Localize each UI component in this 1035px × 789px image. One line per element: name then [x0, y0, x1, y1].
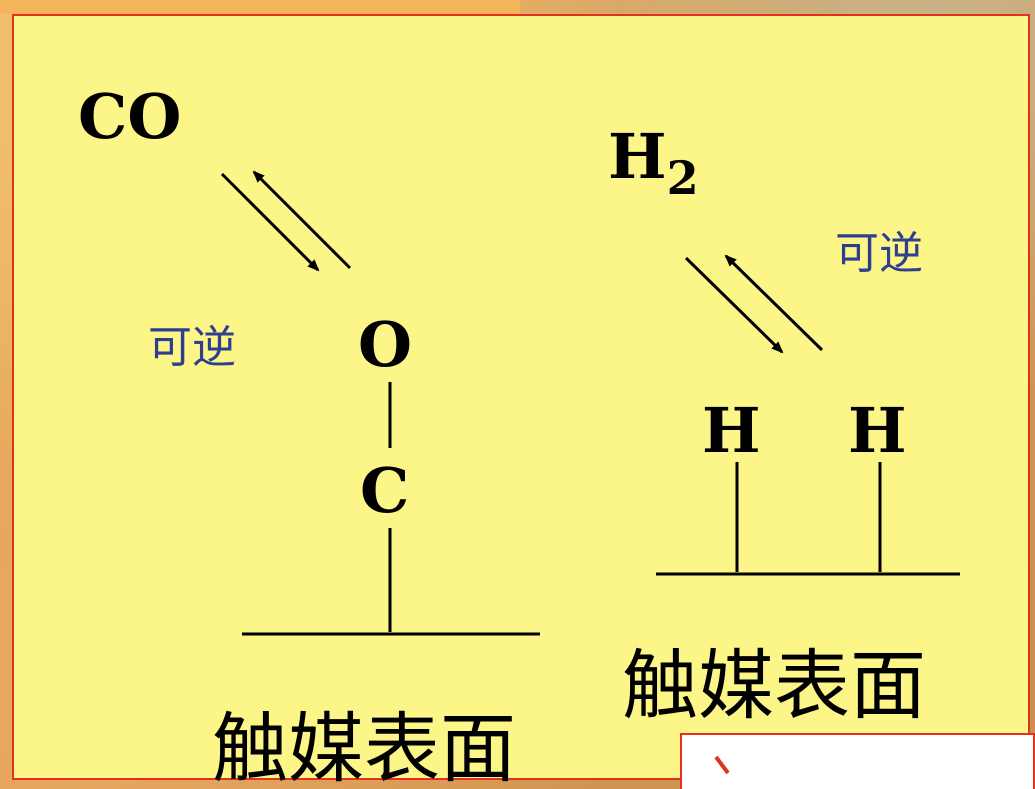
- adsorbed-o-label: O: [358, 308, 412, 381]
- callout-pointer-icon: [714, 755, 730, 775]
- adsorbed-h1-label: H: [702, 394, 761, 467]
- left-surface-label: 触媒表面: [212, 704, 516, 789]
- top-band: [0, 0, 520, 14]
- co-molecule-label: CO: [78, 80, 181, 153]
- slide-content-box: [12, 14, 1030, 780]
- left-reverse-arrow: [252, 170, 352, 270]
- h2-molecule-label: H2: [608, 120, 699, 205]
- adsorbed-h2-label: H: [848, 394, 907, 467]
- left-reversible-label: 可逆: [148, 322, 236, 373]
- h2-subscript: 2: [667, 151, 699, 205]
- adsorbed-c-label: C: [360, 454, 409, 527]
- right-reverse-arrow: [724, 254, 824, 352]
- right-forward-arrow: [684, 256, 784, 354]
- right-surface-label: 触媒表面: [622, 641, 926, 730]
- callout-box: [680, 733, 1035, 789]
- right-reversible-label: 可逆: [835, 228, 923, 279]
- left-forward-arrow: [220, 172, 320, 272]
- h2-base: H: [608, 120, 667, 193]
